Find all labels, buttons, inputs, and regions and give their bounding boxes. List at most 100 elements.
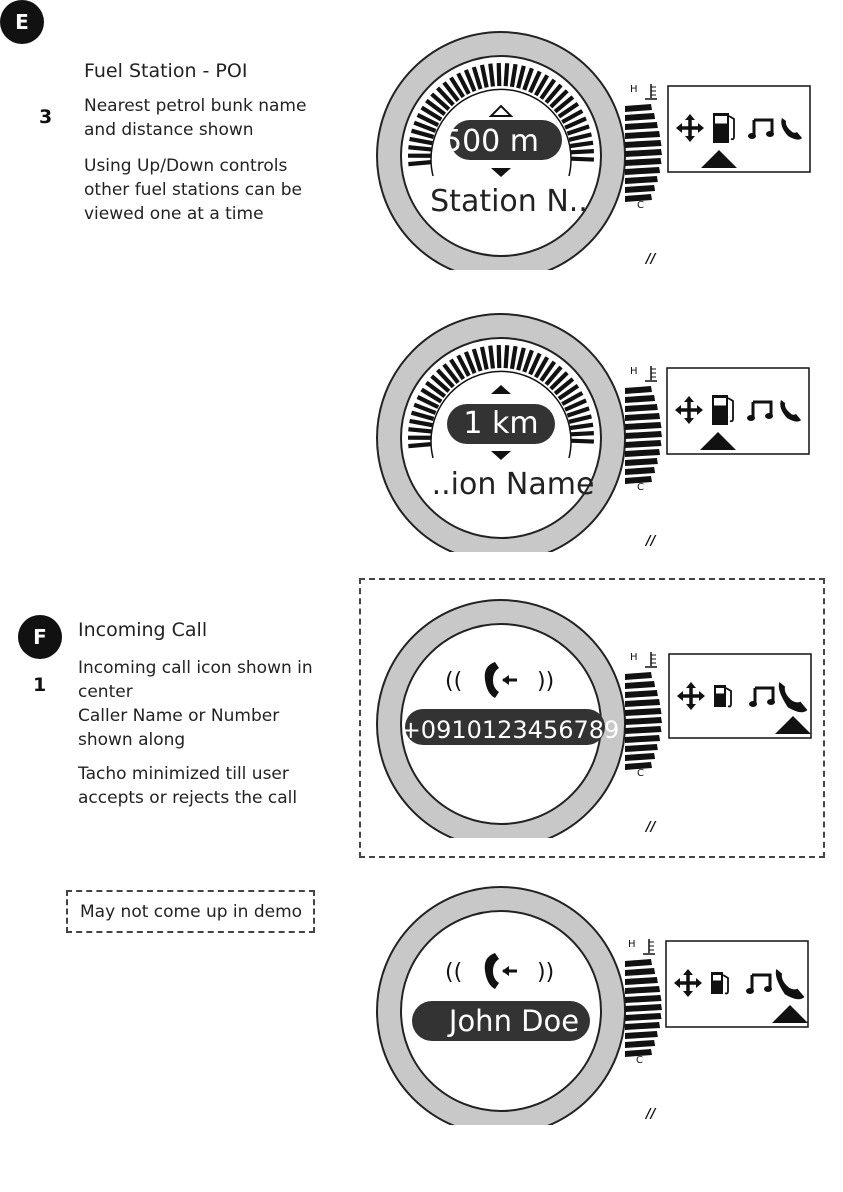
up-arrow-icon [491, 385, 511, 394]
distance-value: 500 m [443, 124, 539, 159]
gauge-bar [625, 176, 658, 184]
section-f-badge: F [18, 615, 62, 659]
music-note-icon [746, 973, 772, 994]
tacho-bar [549, 89, 569, 109]
pump-hose [728, 115, 735, 141]
tacho-bar [570, 431, 594, 437]
move-arrowhead [684, 418, 694, 424]
phone-icon [781, 118, 802, 140]
tacho-bar [479, 64, 489, 88]
section-e-step: 3 [39, 106, 53, 128]
tacho-bar [488, 63, 496, 87]
handset [775, 969, 805, 1000]
move-arrowhead [684, 396, 694, 402]
gauge-bar [625, 977, 658, 985]
gauge-bar [625, 122, 658, 130]
tacho-bar [471, 66, 483, 90]
tacho-bar [442, 363, 460, 384]
tacho-bar [425, 380, 447, 398]
note-head-right [765, 413, 773, 419]
tacho-bar [488, 345, 496, 369]
menu-panel [667, 85, 811, 173]
gauge-bar [625, 158, 662, 166]
tacho-bar [564, 116, 587, 130]
hot-label: H [630, 652, 638, 663]
section-f-title: Incoming Call [78, 619, 208, 641]
temperature-gauge-bars [625, 104, 662, 202]
tacho-bar [557, 383, 580, 401]
cluster-display-fuel-500m: 500 m Station N.. H C // [375, 30, 825, 270]
tacho-bar [566, 124, 590, 136]
temperature-gauge-bars [625, 672, 662, 770]
move-icon [675, 396, 703, 424]
tacho-bar [528, 352, 542, 376]
tacho-bar [463, 351, 477, 374]
gauge-bar [625, 753, 656, 761]
pump-window [713, 975, 721, 981]
music-note-icon [747, 400, 773, 421]
tacho-bar [420, 105, 443, 122]
hot-label: H [630, 84, 638, 95]
move-icon [676, 114, 704, 142]
selection-indicator-icon [772, 1005, 808, 1023]
gauge-bar [625, 113, 656, 121]
fuel-pump-icon [712, 395, 734, 425]
gauge-bar [625, 744, 658, 752]
tacho-bar [569, 422, 594, 431]
caller-pill [412, 1001, 590, 1041]
tacho-bar [416, 113, 440, 127]
menu-panel [666, 367, 810, 455]
distance-pill [450, 120, 562, 160]
incoming-call-icon: (()) [445, 662, 554, 698]
move-arrowhead [686, 682, 696, 688]
note-stems [752, 118, 774, 136]
pump-window [715, 116, 727, 124]
arrow-head [502, 675, 509, 685]
gauge-bar [625, 458, 658, 466]
fuel-pump-icon [711, 972, 729, 995]
gauge-bar [625, 413, 661, 421]
caller-name: John Doe [447, 1004, 579, 1038]
gauge-bar [625, 959, 652, 967]
tacho-bar [408, 160, 432, 167]
tacho-bar [479, 346, 489, 370]
move-arrowhead [696, 978, 702, 988]
tacho-bar [471, 348, 483, 372]
hot-label: H [630, 366, 638, 377]
gauge-bar [625, 440, 662, 448]
hot-label: H [628, 939, 636, 950]
tacho-bar [413, 120, 437, 133]
tacho-bar [409, 136, 433, 146]
gauge-bar [625, 149, 662, 157]
cluster-graphic: 1 km ..ion Name H C // [376, 313, 810, 552]
gauge-bar [625, 1013, 662, 1021]
tacho-bar [549, 371, 569, 391]
incoming-call-highlight-box [359, 578, 825, 858]
menu-panel [665, 940, 809, 1028]
move-arrowhead [683, 969, 693, 975]
gauge-bar [625, 1031, 658, 1039]
tacho-bar [410, 128, 435, 139]
caller-number: +0910123456789 [401, 716, 620, 744]
selection-indicator-icon [775, 716, 811, 734]
tick-mark: // [644, 252, 657, 267]
tacho-bar [408, 427, 432, 434]
fuel-pump-icon [714, 685, 732, 708]
tacho-bar [533, 74, 550, 97]
tacho-bar [420, 387, 443, 404]
call-wave-left: (( [445, 960, 462, 985]
tacho-bar [416, 395, 440, 409]
move-arrowhead [676, 123, 682, 133]
gauge-bar [625, 699, 661, 707]
section-f-description: Incoming call icon shown in center Calle… [78, 656, 318, 822]
tacho-bar [553, 377, 575, 396]
tacho-bar [410, 410, 435, 421]
gauge-bar [625, 404, 658, 412]
fuel-pump-icon [713, 113, 735, 143]
tacho-bar [449, 358, 466, 381]
tacho-bar [408, 442, 432, 449]
move-arrowhead [674, 978, 680, 988]
phone-icon [780, 400, 801, 422]
tacho-bar [509, 63, 518, 88]
tacho-bar [408, 145, 432, 152]
